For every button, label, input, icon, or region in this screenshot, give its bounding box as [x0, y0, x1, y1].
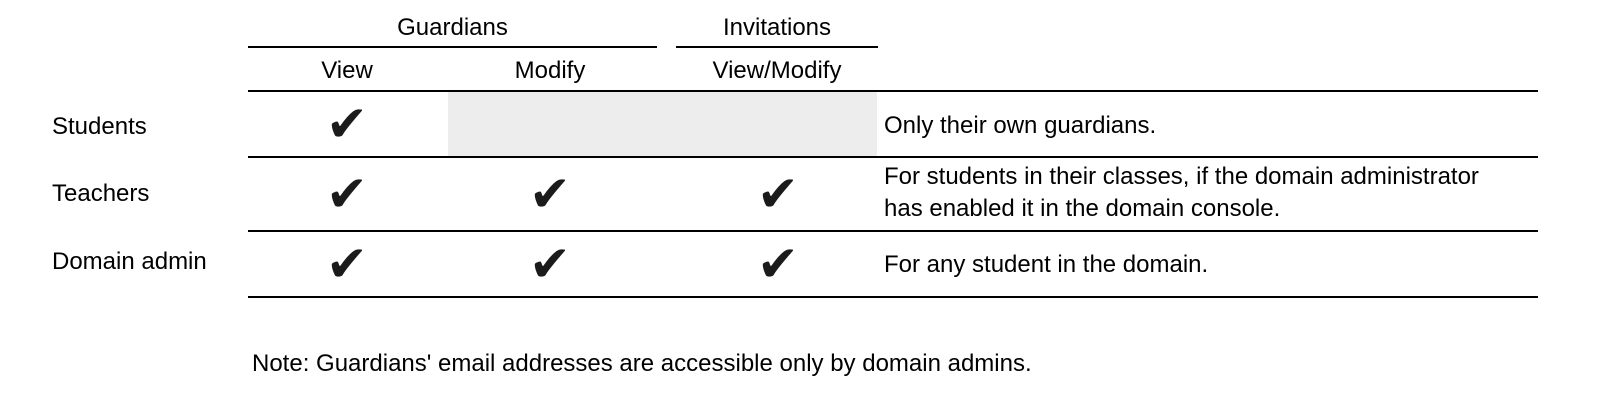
check-cell-domain-admin-view-modify: ✔	[678, 232, 878, 296]
row-note-students: Only their own guardians.	[884, 110, 1544, 142]
row-note-domain-admin: For any student in the domain.	[884, 249, 1544, 281]
invitations-underline	[676, 46, 878, 48]
divider-line-teachers	[248, 230, 1538, 232]
heavy-check-mark-icon: ✔	[757, 235, 799, 293]
group-header-invitations: Invitations	[722, 14, 832, 41]
divider-line-students	[248, 156, 1538, 158]
heavy-check-mark-icon: ✔	[326, 235, 368, 293]
heavy-check-mark-icon: ✔	[529, 235, 571, 293]
col-header-modify: Modify	[514, 57, 586, 84]
check-cell-domain-admin-modify: ✔	[450, 232, 650, 296]
row-note-line: has enabled it in the domain console.	[884, 195, 1281, 222]
heavy-check-mark-icon: ✔	[326, 165, 368, 223]
check-cell-domain-admin-view: ✔	[247, 232, 447, 296]
heavy-check-mark-icon: ✔	[529, 165, 571, 223]
group-header-guardians: Guardians	[397, 14, 508, 41]
check-cell-students-view: ✔	[247, 92, 447, 156]
divider-line-bottom	[248, 296, 1538, 298]
divider-line-header	[248, 90, 1538, 92]
row-label-domain-admin: Domain admin	[52, 248, 207, 275]
row-note-teachers: For students in their classes, if the do…	[884, 161, 1544, 225]
check-cell-teachers-modify: ✔	[450, 158, 650, 230]
row-label-teachers: Teachers	[52, 180, 150, 207]
row-note-line: For any student in the domain.	[884, 251, 1209, 278]
row-note-line: For students in their classes, if the do…	[884, 163, 1479, 190]
col-header-view: View	[321, 57, 373, 84]
check-cell-teachers-view: ✔	[247, 158, 447, 230]
guardians-underline	[248, 46, 657, 48]
check-cell-teachers-view-modify: ✔	[678, 158, 878, 230]
row-label-students: Students	[52, 113, 147, 140]
row-note-line: Only their own guardians.	[884, 112, 1157, 139]
col-header-view-modify: View/Modify	[712, 57, 842, 84]
footnote: Note: Guardians' email addresses are acc…	[252, 350, 1032, 377]
heavy-check-mark-icon: ✔	[326, 95, 368, 153]
heavy-check-mark-icon: ✔	[757, 165, 799, 223]
disabled-cells-overlay	[448, 92, 877, 156]
